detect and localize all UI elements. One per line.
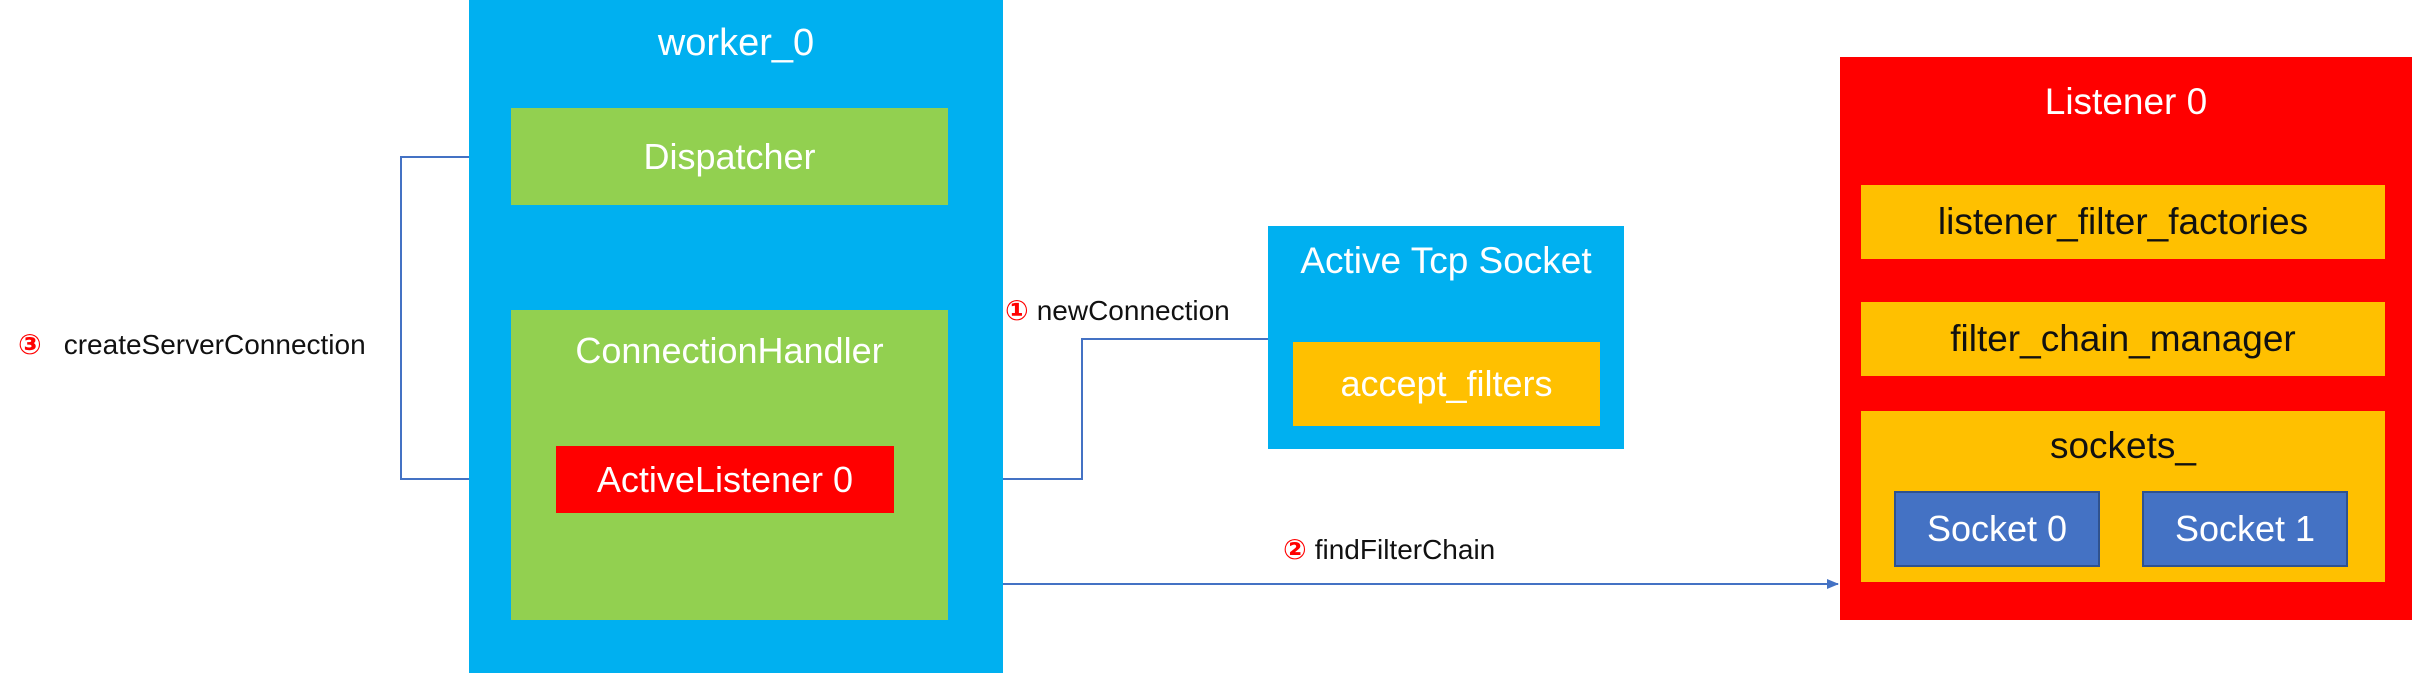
active-tcp-socket-box: Active Tcp Socket accept_filters: [1268, 226, 1624, 449]
create-server-connection-label: ③ createServerConnection: [18, 328, 366, 361]
connection-handler-title: ConnectionHandler: [575, 330, 884, 371]
listener-filter-factories-box: listener_filter_factories: [1861, 185, 2385, 259]
filter-chain-manager-box: filter_chain_manager: [1861, 302, 2385, 376]
worker-box: worker_0 Dispatcher ConnectionHandler Ac…: [469, 0, 1003, 673]
connection-handler-box: ConnectionHandler ActiveListener 0: [511, 310, 948, 620]
find-filter-chain-text: findFilterChain: [1314, 534, 1496, 565]
socket-0-box: Socket 0: [1894, 491, 2100, 567]
step-1-marker: ①: [1005, 295, 1029, 326]
active-tcp-socket-title: Active Tcp Socket: [1300, 240, 1592, 281]
sockets-box: sockets_ Socket 0 Socket 1: [1861, 411, 2385, 582]
step-3-marker: ③: [18, 329, 42, 360]
step-2-marker: ②: [1283, 534, 1307, 565]
active-listener-box: ActiveListener 0: [556, 446, 894, 513]
accept-filters-box: accept_filters: [1293, 342, 1600, 426]
socket-1-box: Socket 1: [2142, 491, 2348, 567]
sockets-title: sockets_: [2049, 425, 2196, 466]
dispatcher-box: Dispatcher: [511, 108, 948, 205]
listener-title: Listener 0: [2044, 81, 2208, 122]
worker-title: worker_0: [657, 22, 815, 64]
listener-box: Listener 0 listener_filter_factories fil…: [1840, 57, 2412, 620]
new-connection-text: newConnection: [1036, 295, 1230, 326]
create-server-connection-text: createServerConnection: [63, 329, 366, 360]
